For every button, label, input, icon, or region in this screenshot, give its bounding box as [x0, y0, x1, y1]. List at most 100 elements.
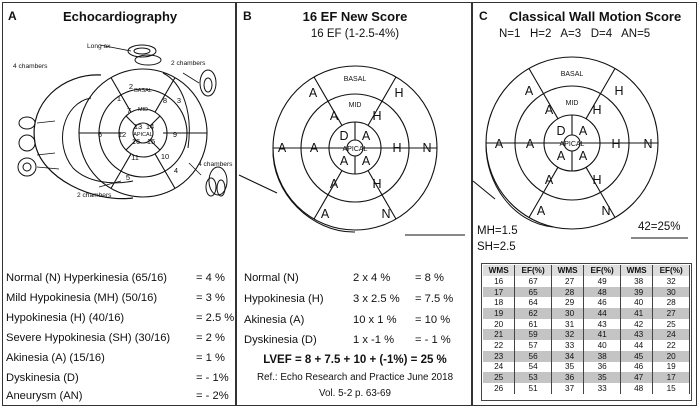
table-cell: 25 — [483, 372, 516, 383]
segment-10: 10 — [161, 152, 169, 161]
panel-c: C Classical Wall Motion Score N=1 H=2 A=… — [472, 2, 697, 406]
table-cell: 23 — [483, 350, 516, 362]
panel-c-title: Classical Wall Motion Score — [509, 9, 682, 24]
table-cell: 34 — [551, 350, 585, 362]
table-cell: 20 — [652, 350, 690, 362]
basal-label-b: BASAL — [344, 76, 367, 83]
b-mid-anterior: H — [372, 109, 381, 123]
legend-a-5-value: = - 1% — [196, 372, 229, 384]
legend-a-6-value: = - 2% — [196, 390, 229, 402]
c-apical-anterior: A — [579, 124, 588, 138]
c-apical-inferior: A — [557, 149, 566, 163]
table-cell: 47 — [620, 372, 654, 383]
table-cell: 39 — [620, 286, 654, 298]
table-cell: 33 — [551, 340, 585, 351]
calc-b-1-result: = 7.5 % — [415, 293, 454, 305]
table-cell: 62 — [514, 308, 552, 319]
segment-3: 3 — [177, 96, 181, 105]
segment-6: 6 — [98, 130, 102, 139]
c-mid-inferolateral: H — [592, 173, 601, 187]
c-basal-septal: A — [495, 137, 504, 151]
b-basal-lateral: N — [422, 141, 431, 155]
table-cell: 41 — [583, 329, 621, 341]
table-cell: 38 — [583, 350, 621, 362]
table-cell: 21 — [483, 329, 516, 341]
basal-label-a: BASAL — [134, 88, 152, 94]
table-cell: 65 — [514, 286, 552, 298]
mild-hypokinesia-score: MH=1.5 — [477, 225, 518, 237]
c-basal-lateral: N — [643, 137, 652, 151]
table-cell: 15 — [652, 382, 690, 394]
bullseye-c: BASAL MID APICAL H N N A A A H H H A A A… — [472, 56, 688, 239]
calc-b-3-formula: 1 x -1 % — [353, 334, 395, 346]
four-chambers-left-label: 4 chambers — [13, 63, 48, 70]
apical-label-b: APICAL — [343, 146, 368, 153]
table-cell: 32 — [652, 276, 690, 287]
table-cell: 64 — [514, 297, 552, 309]
apical-label-a: APICAL — [133, 132, 153, 138]
two-chambers-bottom-label: 2 chambers — [77, 192, 112, 199]
ef-header-2: EF(%) — [583, 265, 621, 276]
b-basal-inferolateral: N — [381, 207, 390, 221]
reference-line-2: Vol. 5-2 p. 63-69 — [319, 388, 391, 399]
b-mid-inferior: A — [330, 177, 339, 191]
bullseye-b: BASAL MID APICAL H N N A A A H H H A A A… — [238, 65, 465, 236]
table-cell: 27 — [551, 276, 585, 287]
long-ax-label: Long ax — [87, 43, 111, 50]
b-mid-anteroseptal: A — [330, 109, 339, 123]
table-cell: 57 — [514, 340, 552, 351]
segment-13: 13 — [134, 122, 142, 131]
table-cell: 38 — [620, 276, 654, 287]
calc-b-2-result: = 10 % — [415, 314, 451, 326]
legend-a-4-label: Akinesia (A) (15/16) — [6, 352, 105, 364]
table-cell: 44 — [620, 340, 654, 351]
panel-a: A Echocardiography — [2, 2, 236, 406]
table-cell: 28 — [551, 286, 585, 298]
wms-header-2: WMS — [551, 265, 585, 276]
segment-2: 2 — [129, 82, 133, 91]
table-cell: 56 — [514, 350, 552, 362]
wms-header-1: WMS — [483, 265, 516, 276]
table-cell: 17 — [652, 372, 690, 383]
segment-7: 7 — [127, 106, 131, 115]
table-cell: 24 — [483, 361, 516, 373]
table-cell: 31 — [551, 318, 585, 330]
two-chambers-top-label: 2 chambers — [171, 60, 206, 67]
table-cell: 16 — [483, 276, 516, 287]
table-cell: 25 — [652, 318, 690, 330]
table-cell: 40 — [620, 297, 654, 309]
table-cell: 22 — [483, 340, 516, 351]
table-cell: 48 — [620, 382, 654, 394]
calc-b-1-label: Hypokinesia (H) — [244, 293, 324, 305]
echo-views-diagram: BASAL MID APICAL 1 2 3 4 5 6 7 8 9 10 11… — [13, 43, 233, 200]
mid-label-a: MID — [138, 107, 148, 113]
table-cell: 61 — [514, 318, 552, 330]
legend-a-6-label: Aneurysm (AN) — [6, 390, 83, 402]
b-basal-septal: A — [278, 141, 287, 155]
table-cell: 30 — [551, 308, 585, 319]
b-basal-anteroseptal: A — [309, 86, 318, 100]
table-cell: 42 — [620, 318, 654, 330]
b-apical-inferior: A — [340, 154, 349, 168]
b-apical-anterior: A — [362, 129, 371, 143]
lvef-formula: LVEF = 8 + 7.5 + 10 + (-1%) = 25 % — [263, 354, 447, 366]
calc-b-0-formula: 2 x 4 % — [353, 272, 391, 284]
heart-sketch-views — [17, 44, 228, 200]
table-cell: 17 — [483, 286, 516, 298]
table-cell: 43 — [583, 318, 621, 330]
table-cell: 36 — [583, 361, 621, 373]
table-cell: 46 — [583, 297, 621, 309]
table-cell: 30 — [652, 286, 690, 298]
panel-b-label: B — [243, 9, 252, 23]
table-cell: 59 — [514, 329, 552, 341]
legend-a-2-value: = 2.5 % — [196, 312, 235, 324]
segment-16: 16 — [132, 137, 140, 146]
calc-b-0-label: Normal (N) — [244, 272, 299, 284]
table-cell: 49 — [583, 276, 621, 287]
table-cell: 20 — [483, 318, 516, 330]
segment-12: 12 — [118, 130, 126, 139]
